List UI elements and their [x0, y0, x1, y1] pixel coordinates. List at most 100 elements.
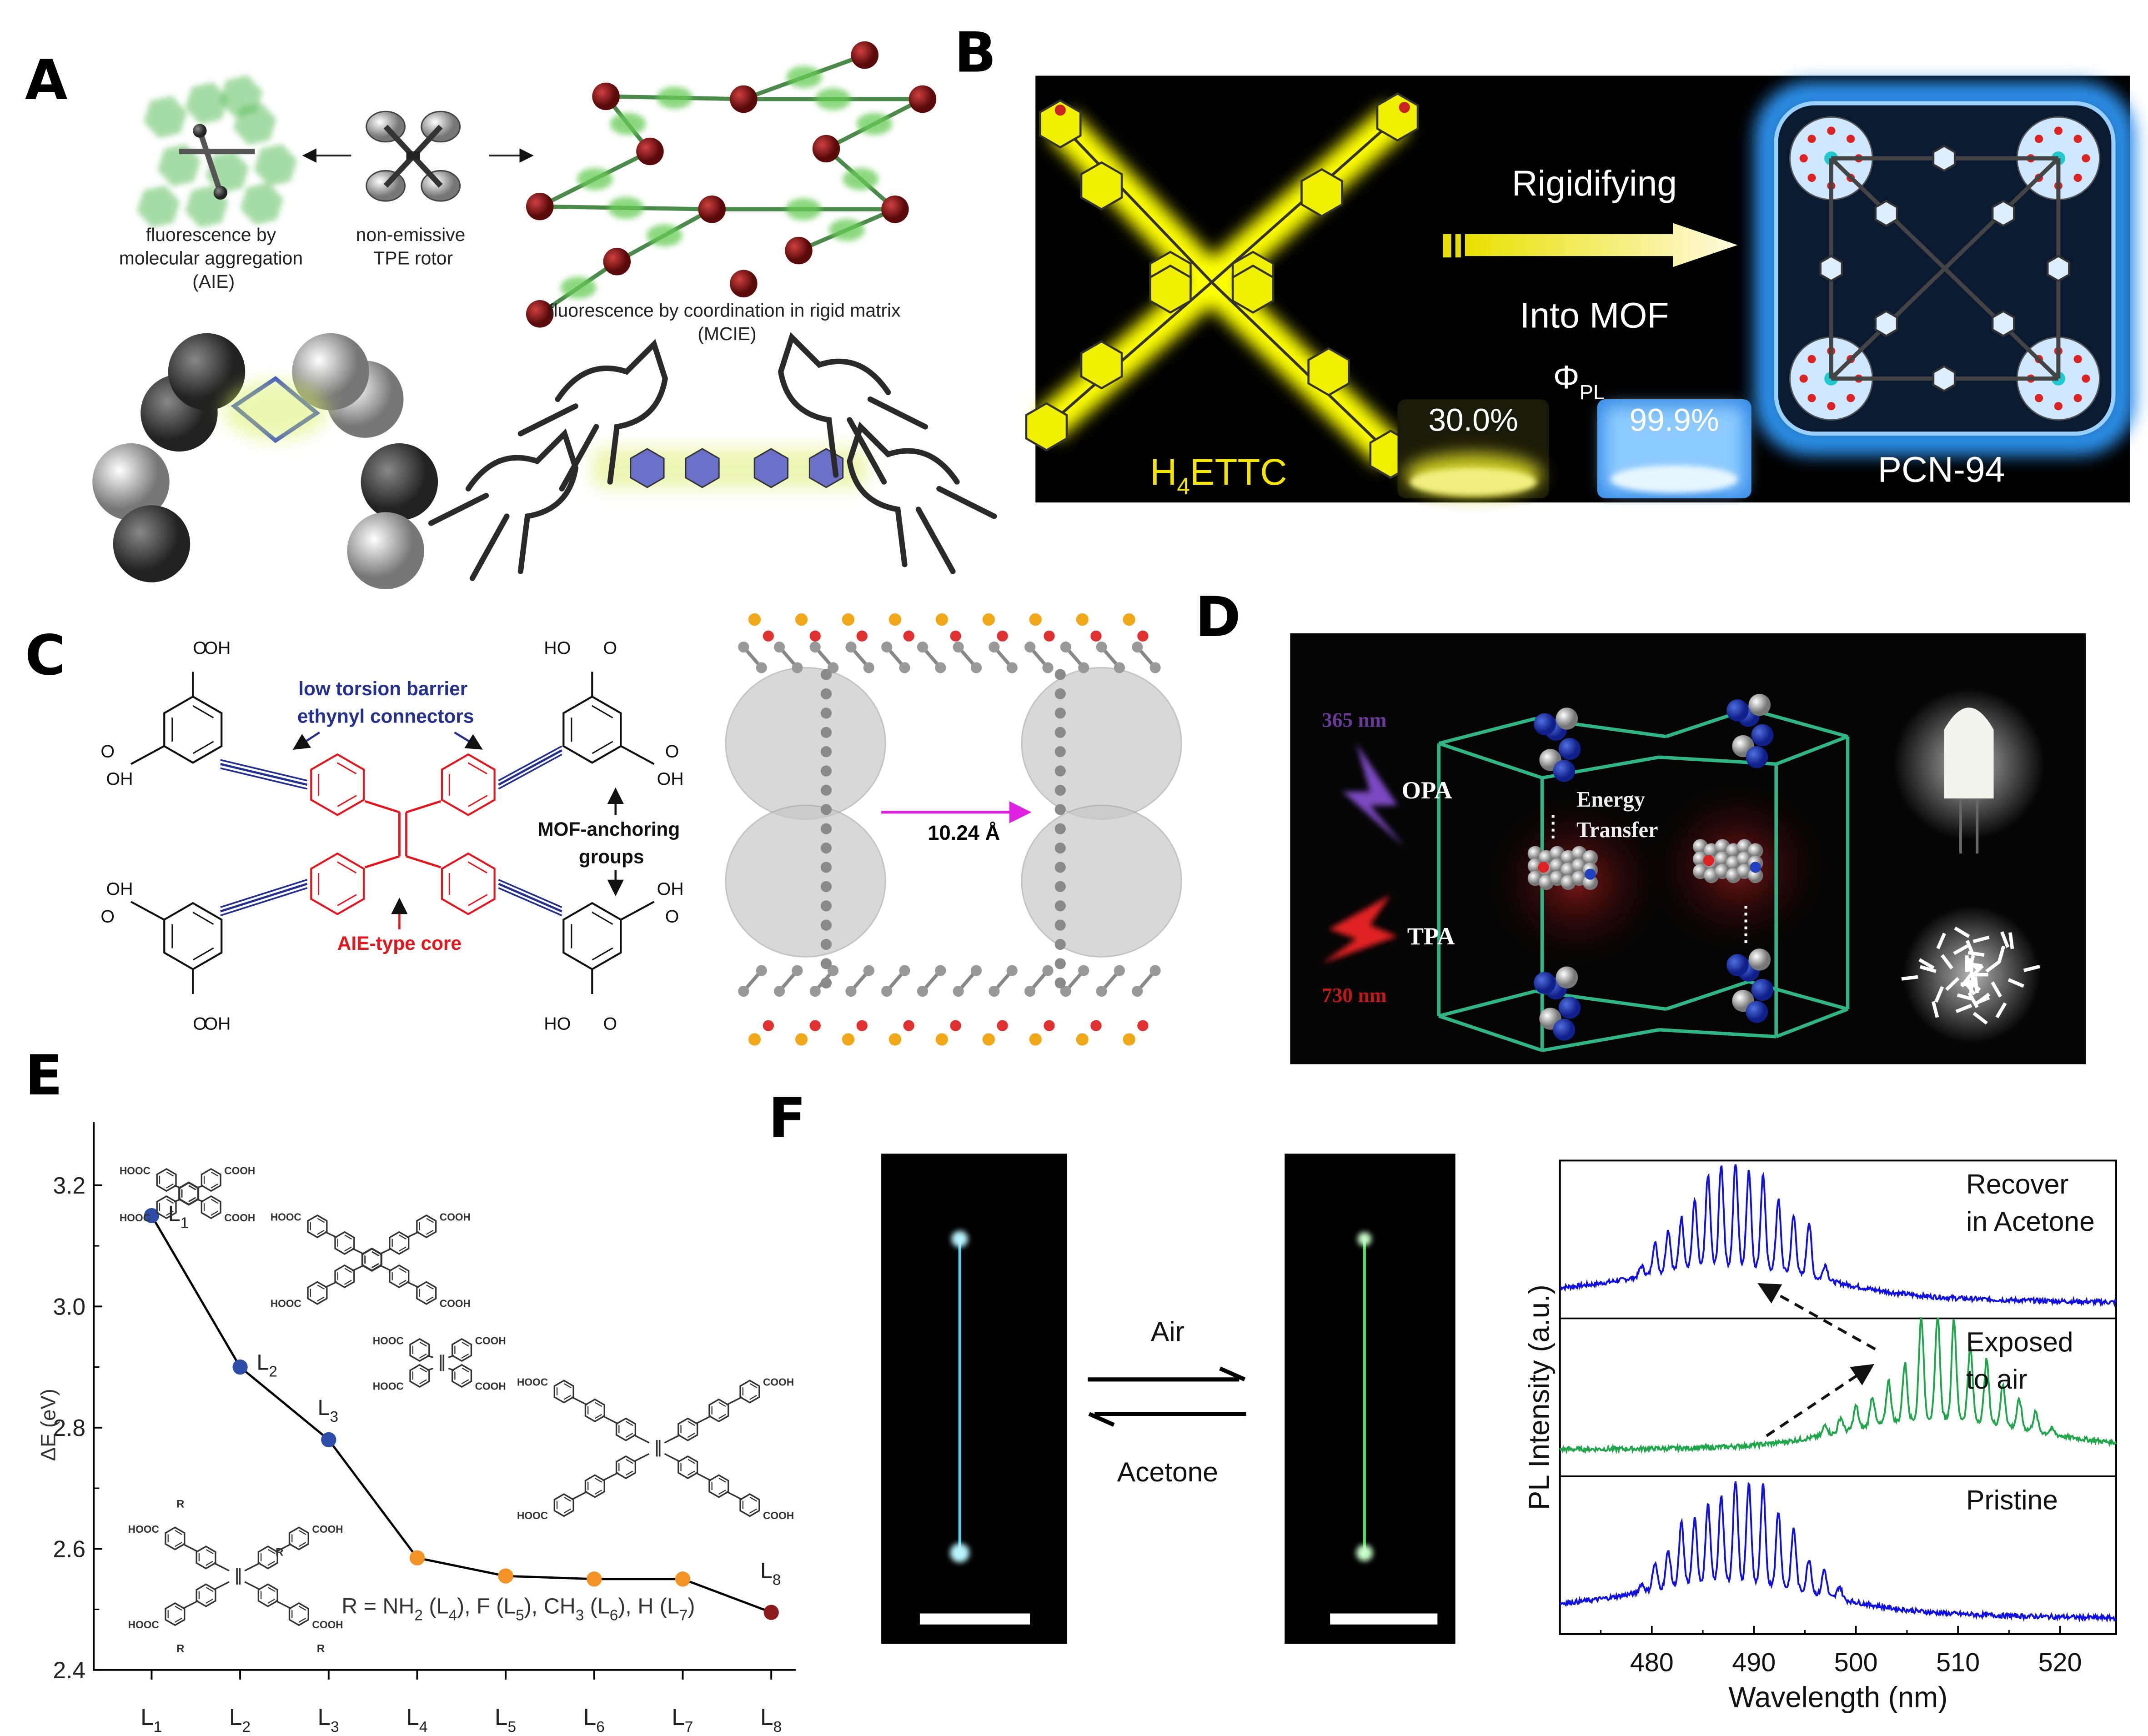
y-tick-label: 3.2 [53, 1172, 86, 1199]
bond [275, 1600, 292, 1610]
aromatic-bonds [680, 1420, 696, 1438]
dye-atom [1582, 850, 1598, 865]
reverse-arrow [1088, 1411, 1246, 1427]
white-crystal [1918, 958, 1935, 970]
benzene-ring [678, 1417, 698, 1441]
metal-node-sphere [526, 300, 554, 328]
phenyl-ring [1307, 347, 1350, 396]
carbon-atom [1114, 965, 1125, 976]
air-label: Air [1151, 1316, 1184, 1347]
horse-sketch [847, 421, 997, 574]
carboxyl-label: COOH [763, 1510, 794, 1521]
space-filling-tpe-illustration [92, 333, 438, 589]
led-bulb-icon [1944, 707, 1994, 799]
core-annotation: AIE-type core [337, 933, 462, 954]
aromatic-bonds [291, 1530, 306, 1547]
carbon-atom [1006, 662, 1018, 673]
carbon-atom [845, 985, 857, 997]
white-crystal [2007, 978, 2025, 988]
carbon-atom [1114, 662, 1125, 673]
space-filling-atom [92, 443, 170, 521]
data-point-L3 [321, 1432, 336, 1448]
series-label-line: in Acetone [1966, 1206, 2095, 1237]
carbon-atom [1078, 662, 1089, 673]
metal-atom [795, 1033, 808, 1046]
text-segment: R = NH [341, 1594, 414, 1619]
text-segment: ) [688, 1594, 695, 1619]
bond [695, 1415, 712, 1425]
opa-label: OPA [1402, 776, 1452, 804]
bond [244, 1581, 261, 1590]
x-tick-label: L1 [141, 1704, 162, 1736]
oxygen-atom [2054, 402, 2063, 411]
benzene-ring [334, 1231, 355, 1255]
aromatic-bonds [618, 1420, 633, 1438]
carbon-atom [1096, 641, 1107, 653]
benzene-ring [156, 1168, 177, 1192]
benzene-ring [389, 1264, 410, 1289]
oxygen-atom [809, 630, 821, 642]
carbon-atom [917, 641, 928, 653]
aromatic-bonds [448, 762, 488, 808]
bond [325, 1231, 337, 1239]
green-fluorescent-linker [577, 168, 613, 190]
cage-edge [1659, 1028, 1777, 1039]
aromatic-bonds [203, 1199, 219, 1216]
carbon-atom [820, 919, 832, 931]
horse-sketch [517, 339, 668, 492]
bond [633, 1434, 650, 1444]
benzene-ring [310, 852, 365, 915]
metal-atom [1123, 1033, 1135, 1046]
carboxyl-label: COOH [763, 1376, 794, 1388]
bond [602, 1415, 619, 1425]
cage-edge [1438, 989, 1536, 1018]
oxygen-atom [997, 630, 1008, 642]
ligand-atom [1534, 972, 1556, 994]
phenyl-ring [1080, 340, 1123, 390]
subscript: 1 [181, 1215, 189, 1232]
carbon-atom [820, 727, 832, 738]
subscript: 8 [773, 1719, 782, 1736]
oxygen-label: O [665, 741, 679, 761]
phenyl-ring [1039, 99, 1082, 149]
carboxyl-label: COOH [312, 1523, 343, 1535]
carbon-atom [1054, 707, 1066, 719]
panel-label-b: B [954, 20, 996, 85]
cage-edge [1438, 1014, 1543, 1052]
bond [633, 1453, 650, 1463]
carboxyl-label: COOH [440, 1211, 471, 1223]
r-group-label: R [276, 1546, 284, 1558]
oxygen-atom [1827, 126, 1836, 135]
subscript: 2 [269, 1364, 277, 1380]
x-axis-label: Wavelength (nm) [1729, 1681, 1948, 1713]
bond [364, 855, 400, 868]
aromatic-bonds [159, 1171, 174, 1189]
carbon-atom [1054, 688, 1066, 700]
forward-arrow [1088, 1366, 1246, 1382]
carboxyl-label: COOH [440, 1298, 471, 1310]
carbon-atom [935, 965, 946, 976]
r-group-label: R [176, 1498, 185, 1510]
pore-surface [1021, 804, 1182, 958]
aromatic-bonds [203, 1171, 219, 1189]
aromatic-bonds [337, 1268, 352, 1285]
oxygen-atom [1044, 630, 1055, 642]
carbon-atom [828, 965, 839, 976]
ligand-atom [1553, 1019, 1576, 1041]
series-label-line: Recover [1966, 1169, 2068, 1199]
metal-node-sphere [603, 247, 631, 276]
carbon-atom [989, 985, 1000, 997]
metal-node-sphere [526, 192, 554, 221]
green-fluorescent-linker [843, 168, 879, 190]
tpe-rotor-illustration [366, 110, 461, 202]
metal-atom [842, 613, 855, 626]
blue-ring [685, 448, 720, 488]
metal-atom [1076, 1033, 1089, 1046]
carbon-atom [899, 662, 910, 673]
ethynyl-bond [498, 749, 562, 786]
data-point-L5 [498, 1568, 513, 1584]
subscript: 3 [331, 1719, 339, 1736]
subscript: 6 [596, 1719, 605, 1736]
data-line [151, 1215, 772, 1614]
